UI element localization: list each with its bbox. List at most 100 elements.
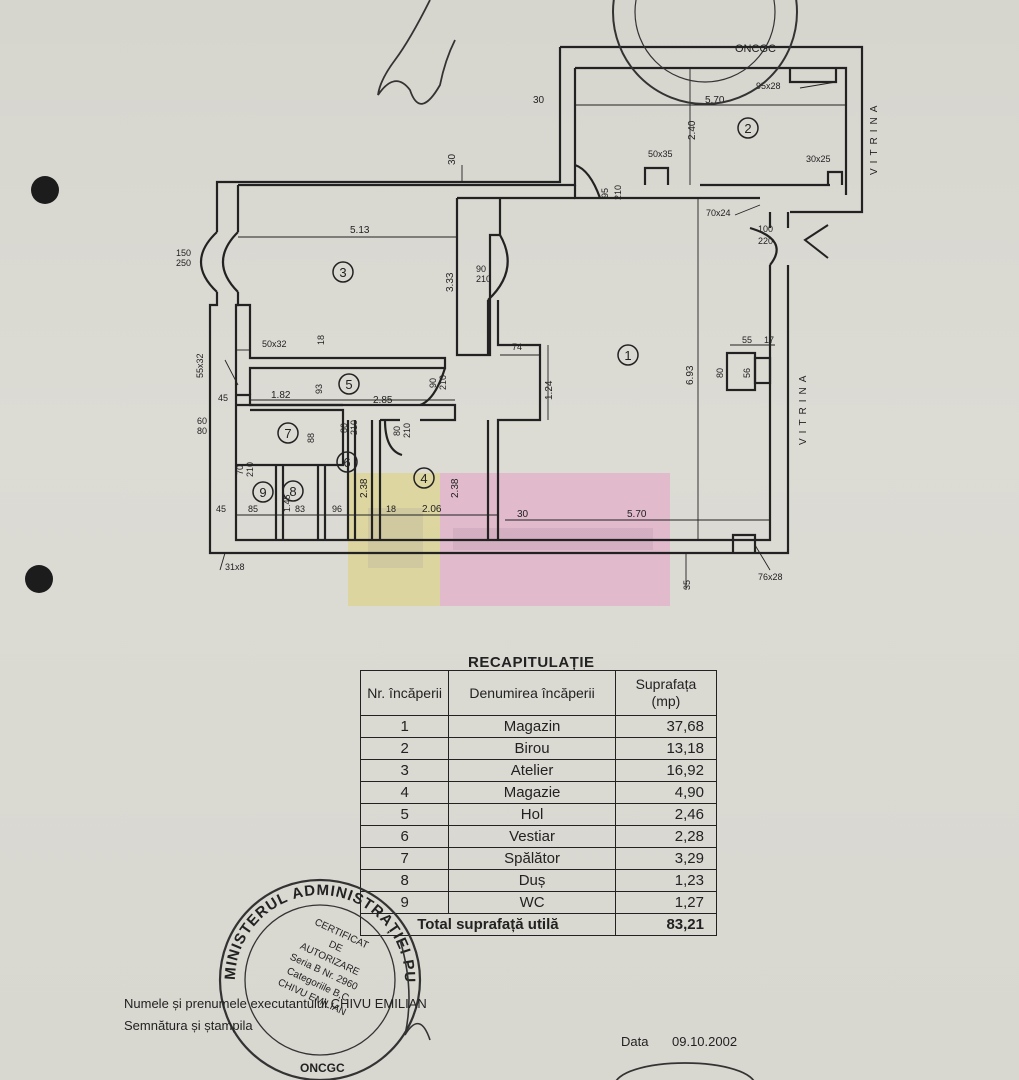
- dim-label: 80: [197, 426, 207, 436]
- dim-label: 55: [742, 335, 752, 345]
- signature-line: Semnătura și ștampila: [124, 1018, 253, 1033]
- row-area: 3,29: [614, 847, 718, 870]
- row-name: Birou: [448, 737, 616, 760]
- dim-label: 3.33: [445, 272, 456, 292]
- room-number-2: 2: [744, 121, 751, 136]
- dim-label: 76x28: [758, 572, 783, 582]
- signature-top: [377, 0, 456, 105]
- row-area: 37,68: [614, 715, 718, 738]
- dim-label: 2.38: [359, 478, 370, 498]
- dim-label: 60: [197, 416, 207, 426]
- recap-title: RECAPITULAȚIE: [468, 654, 595, 671]
- room-number-4: 4: [420, 471, 427, 486]
- dim-label: 45: [216, 504, 226, 514]
- row-name: Atelier: [448, 759, 616, 782]
- certification-stamp: MINISTERUL ADMINISTRAȚIEI PUBLICE CERTIF…: [200, 860, 431, 1080]
- dim-label: 1.24: [544, 380, 555, 400]
- dim-label: 80: [715, 368, 725, 378]
- room-number-1: 1: [624, 348, 631, 363]
- vitrina-label-right: VITRINA: [798, 371, 809, 445]
- table-header-row: Nr. încăperii Denumirea încăperii Supraf…: [359, 670, 718, 716]
- row-name: Vestiar: [448, 825, 616, 848]
- row-area: 16,92: [614, 759, 718, 782]
- row-nr: 3: [359, 759, 450, 782]
- dim-label: 35: [682, 580, 692, 590]
- dim-label: 2.40: [687, 120, 698, 140]
- row-name: WC: [448, 891, 616, 914]
- row-nr: 6: [359, 825, 450, 848]
- row-area: 4,90: [614, 781, 718, 804]
- dim-label: 90: [428, 378, 438, 388]
- dim-label: 210: [476, 274, 491, 284]
- dim-label: 2.85: [373, 395, 393, 406]
- row-nr: 2: [359, 737, 450, 760]
- dim-label: 210: [613, 185, 623, 200]
- total-label: Total suprafață utilă: [360, 913, 616, 936]
- dim-label: 17: [764, 335, 774, 345]
- room-number-6: 6: [343, 455, 350, 470]
- row-nr: 4: [359, 781, 450, 804]
- row-name: Duș: [448, 869, 616, 892]
- dim-label: 220: [758, 236, 773, 246]
- dim-label: 80: [339, 423, 349, 433]
- room-number-7: 7: [284, 426, 291, 441]
- row-name: Hol: [448, 803, 616, 826]
- stamp-line: DE: [327, 939, 345, 955]
- floor-plan: 3 1 2 4 5 6 7 8 9 30 5.70 2.40 5.13 30 1…: [176, 0, 880, 590]
- room-number-8: 8: [289, 484, 296, 499]
- dim-label: 1.82: [271, 390, 291, 401]
- room-number-3: 3: [339, 265, 346, 280]
- row-nr: 5: [359, 803, 450, 826]
- dim-label: 5.70: [705, 95, 725, 106]
- header-area: Suprafața (mp): [614, 670, 718, 716]
- row-area: 2,46: [614, 803, 718, 826]
- dim-label: 150: [176, 248, 191, 258]
- dim-label: 30: [533, 95, 545, 106]
- dim-label: 210: [402, 423, 412, 438]
- dim-label: 83: [295, 504, 305, 514]
- dim-label: 5.13: [350, 225, 370, 236]
- dim-label: 5.70: [627, 509, 647, 520]
- bottom-stamp-partial: [615, 1062, 755, 1080]
- row-area: 1,27: [614, 891, 718, 914]
- header-name: Denumirea încăperii: [448, 670, 616, 716]
- dim-label: 95x28: [756, 81, 781, 91]
- dim-label: 85: [248, 504, 258, 514]
- header-nr: Nr. încăperii: [359, 670, 450, 716]
- recap-table: Nr. încăperii Denumirea încăperii Supraf…: [359, 670, 718, 936]
- row-area: 2,28: [614, 825, 718, 848]
- stamp-base-text: ONCGC: [300, 1061, 345, 1075]
- executant-line: Numele și prenumele executantului CHIVU …: [124, 996, 427, 1011]
- dim-label: 30: [447, 153, 458, 165]
- dim-label: 95: [600, 188, 610, 198]
- dim-label: 18: [316, 335, 326, 345]
- dim-label: 55x32: [195, 353, 205, 378]
- punch-hole: [25, 565, 53, 593]
- dim-label: 45: [218, 393, 228, 403]
- dim-label: 2.38: [450, 478, 461, 498]
- vitrina-label-top: VITRINA: [869, 101, 880, 175]
- dim-label: 2.06: [422, 504, 442, 515]
- dim-label: 93: [314, 384, 324, 394]
- row-name: Magazin: [448, 715, 616, 738]
- dim-label: 210: [438, 375, 448, 390]
- dim-label: 250: [176, 258, 191, 268]
- dim-label: 1.45: [282, 494, 292, 512]
- dim-label: 80: [392, 426, 402, 436]
- dim-label: 96: [332, 504, 342, 514]
- dim-label: 70: [235, 465, 245, 475]
- total-value: 83,21: [614, 913, 718, 936]
- dim-label: 90: [476, 264, 486, 274]
- dim-label: 56: [742, 368, 752, 378]
- dim-label: 70x24: [706, 208, 731, 218]
- row-area: 13,18: [614, 737, 718, 760]
- dim-label: 210: [349, 420, 359, 435]
- table-total-row: Total suprafață utilă 83,21: [360, 913, 718, 936]
